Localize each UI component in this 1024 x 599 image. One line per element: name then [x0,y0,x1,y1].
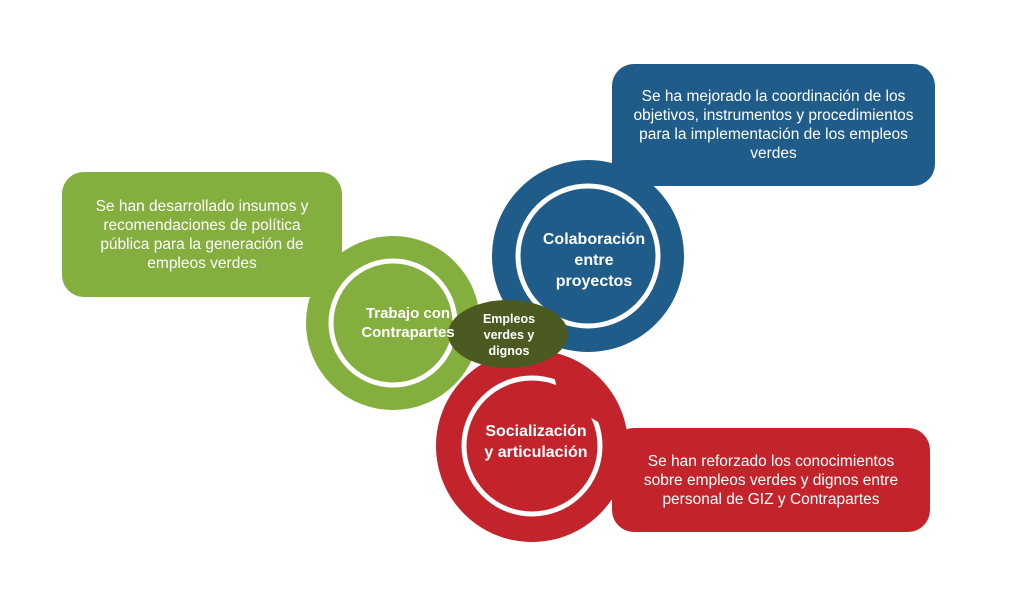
callout-trabajo: Se han desarrollado insumos y recomendac… [62,172,342,297]
center-ellipse [448,300,568,368]
node-trabajo: Trabajo con Contrapartes [338,287,478,359]
node-socializacion: Socialización y articulación [456,412,616,472]
center-node-label: Empleos verdes y dignos [482,312,536,358]
ring-colaboracion-border [515,183,661,329]
center-node: Empleos verdes y dignos [450,300,568,370]
node-colaboracion: Colaboración entre proyectos [520,220,668,300]
node-colaboracion-title: Colaboración entre proyectos [542,230,646,290]
callout-trabajo-text: Se han desarrollado insumos y recomendac… [95,197,309,272]
node-trabajo-title: Trabajo con Contrapartes [361,305,455,341]
callout-socializacion-text: Se han reforzado los conocimientos sobre… [643,452,899,508]
node-socializacion-title: Socialización y articulación [484,423,588,461]
ring-socializacion-tail [548,352,614,430]
callout-socializacion: Se han reforzado los conocimientos sobre… [612,428,930,532]
ring-socializacion-border [461,375,603,517]
callout-colaboracion: Se ha mejorado la coordinación de los ob… [612,64,935,186]
callout-colaboracion-text: Se ha mejorado la coordinación de los ob… [633,88,914,162]
